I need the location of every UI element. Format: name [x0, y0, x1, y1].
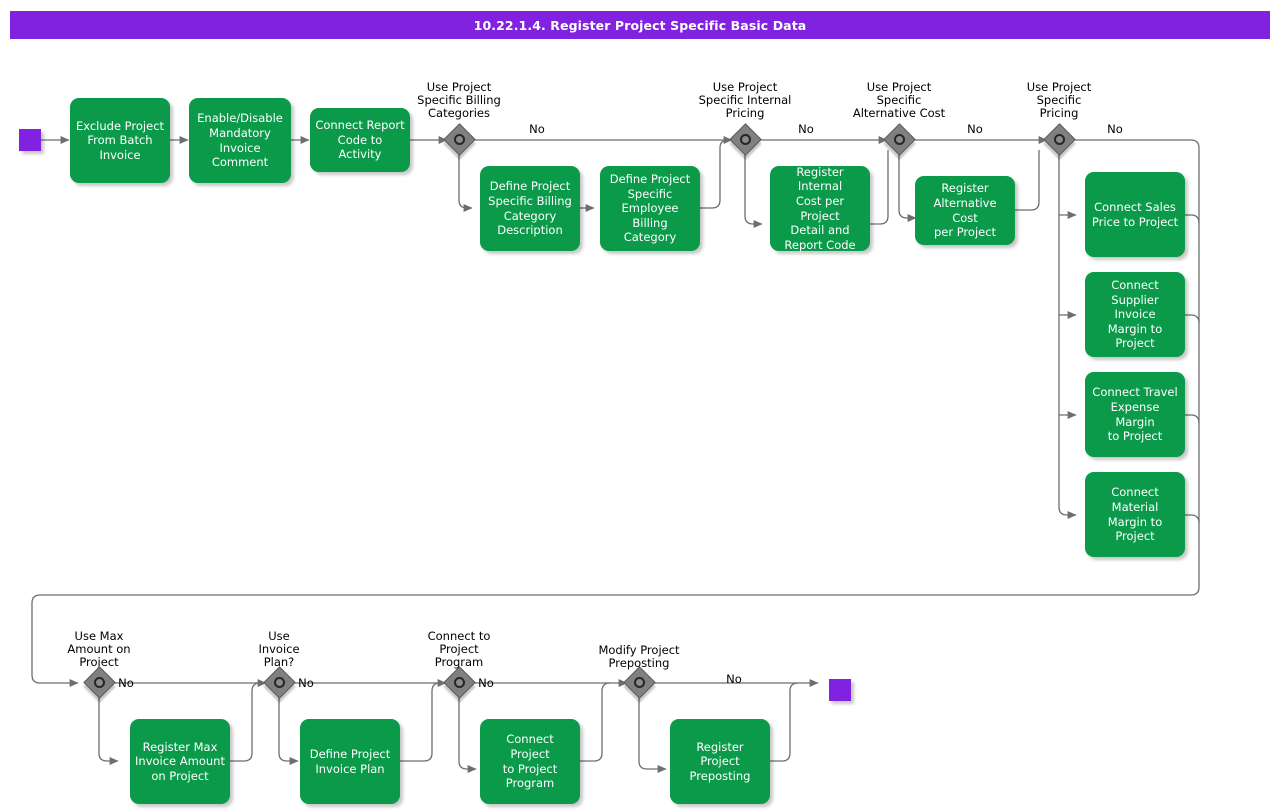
- gateway-use-max-amount-on-project[interactable]: [83, 666, 116, 699]
- gateway-ring-icon: [1053, 133, 1065, 145]
- task-label: Register Alternative Cost per Project: [933, 181, 997, 240]
- edge-label-no-3: No: [967, 122, 983, 136]
- gateway-ring-icon: [453, 133, 465, 145]
- task-register-alternative-cost-per-project[interactable]: Register Alternative Cost per Project: [915, 176, 1015, 245]
- task-define-project-invoice-plan[interactable]: Define Project Invoice Plan: [300, 719, 400, 804]
- task-register-max-invoice-amount-on-project[interactable]: Register Max Invoice Amount on Project: [130, 719, 230, 804]
- gateway-caption-use-project-specific-internal-pricing: Use Project Specific Internal Pricing: [698, 80, 792, 121]
- gateway-caption-modify-project-preposting: Modify Project Preposting: [598, 643, 680, 671]
- end-terminator[interactable]: [829, 679, 851, 701]
- task-label: Exclude Project From Batch Invoice: [75, 118, 165, 162]
- task-define-project-specific-employee-billing-category[interactable]: Define Project Specific Employee Billing…: [600, 166, 700, 251]
- edge-label-no-6: No: [298, 676, 314, 690]
- start-terminator[interactable]: [19, 129, 41, 151]
- edge-label-no-7: No: [478, 676, 494, 690]
- gateway-use-project-specific-pricing[interactable]: [1043, 123, 1076, 156]
- edge-label-no-1: No: [529, 122, 545, 136]
- task-define-project-specific-billing-category-description[interactable]: Define Project Specific Billing Category…: [480, 166, 580, 251]
- gateway-caption-use-invoice-plan: Use Invoice Plan?: [258, 629, 300, 670]
- gateway-caption-use-project-specific-alternative-cost: Use Project Specific Alternative Cost: [852, 80, 946, 121]
- gateway-caption-use-project-specific-pricing: Use Project Specific Pricing: [1026, 80, 1092, 121]
- gateway-ring-icon: [739, 133, 751, 145]
- task-connect-travel-expense-margin-to-project[interactable]: Connect Travel Expense Margin to Project: [1085, 372, 1185, 457]
- gateway-ring-icon: [633, 676, 645, 688]
- task-exclude-project-from-batch-invoice[interactable]: Exclude Project From Batch Invoice: [70, 98, 170, 183]
- task-label: Register Internal Cost per Project Detai…: [784, 164, 856, 252]
- gateway-use-project-specific-internal-pricing[interactable]: [729, 123, 762, 156]
- task-label: Connect Project to Project Program: [502, 732, 558, 791]
- task-label: Enable/Disable Mandatory Invoice Comment: [197, 111, 283, 170]
- edge-label-no-5: No: [118, 676, 134, 690]
- gateway-use-project-specific-alternative-cost[interactable]: [883, 123, 916, 156]
- gateway-ring-icon: [273, 676, 285, 688]
- gateway-caption-connect-to-project-program: Connect to Project Program: [427, 629, 491, 670]
- task-enable-disable-mandatory-invoice-comment[interactable]: Enable/Disable Mandatory Invoice Comment: [189, 98, 291, 183]
- gateway-modify-project-preposting[interactable]: [623, 666, 656, 699]
- task-connect-project-to-project-program[interactable]: Connect Project to Project Program: [480, 719, 580, 804]
- page-title-bar: 10.22.1.4. Register Project Specific Bas…: [10, 11, 1270, 39]
- task-label: Connect Sales Price to Project: [1091, 199, 1179, 229]
- task-label: Connect Supplier Invoice Margin to Proje…: [1107, 278, 1163, 351]
- task-register-internal-cost-per-project-detail-and-report-code[interactable]: Register Internal Cost per Project Detai…: [770, 164, 870, 252]
- edge-label-no-2: No: [798, 122, 814, 136]
- task-label: Define Project Specific Billing Category…: [488, 179, 572, 238]
- page-title: 10.22.1.4. Register Project Specific Bas…: [473, 17, 807, 33]
- edge-label-no-4: No: [1107, 122, 1123, 136]
- gateway-ring-icon: [893, 133, 905, 145]
- task-connect-material-margin-to-project[interactable]: Connect Material Margin to Project: [1085, 472, 1185, 557]
- edge-label-no-8: No: [726, 672, 742, 686]
- task-label: Register Max Invoice Amount on Project: [135, 739, 225, 783]
- task-connect-report-code-to-activity[interactable]: Connect Report Code to Activity: [310, 108, 410, 172]
- task-label: Connect Material Margin to Project: [1107, 485, 1163, 544]
- gateway-use-project-specific-billing-categories[interactable]: [443, 123, 476, 156]
- gateway-connect-to-project-program[interactable]: [443, 666, 476, 699]
- task-label: Register Project Preposting: [689, 739, 751, 783]
- task-label: Define Project Specific Employee Billing…: [609, 172, 691, 245]
- gateway-ring-icon: [453, 676, 465, 688]
- task-register-project-preposting[interactable]: Register Project Preposting: [670, 719, 770, 804]
- task-connect-supplier-invoice-margin-to-project[interactable]: Connect Supplier Invoice Margin to Proje…: [1085, 272, 1185, 357]
- task-label: Connect Travel Expense Margin to Project: [1092, 385, 1178, 444]
- gateway-use-invoice-plan[interactable]: [263, 666, 296, 699]
- task-label: Define Project Invoice Plan: [309, 746, 391, 776]
- gateway-caption-use-project-specific-billing-categories: Use Project Specific Billing Categories: [417, 80, 501, 121]
- gateway-ring-icon: [93, 676, 105, 688]
- task-label: Connect Report Code to Activity: [315, 118, 405, 162]
- gateway-caption-use-max-amount-on-project: Use Max Amount on Project: [67, 629, 131, 670]
- task-connect-sales-price-to-project[interactable]: Connect Sales Price to Project: [1085, 172, 1185, 257]
